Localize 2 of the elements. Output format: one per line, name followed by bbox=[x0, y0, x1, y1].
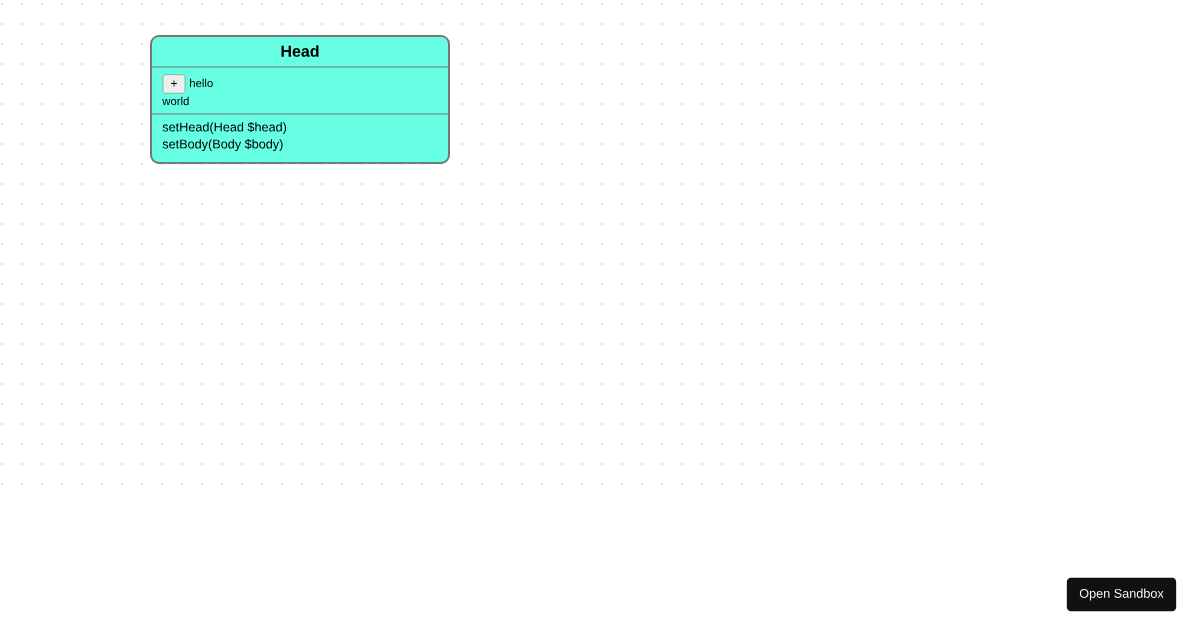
plus-button: + bbox=[162, 74, 186, 94]
sandbox-button: Open Sandbox bbox=[1066, 577, 1177, 612]
